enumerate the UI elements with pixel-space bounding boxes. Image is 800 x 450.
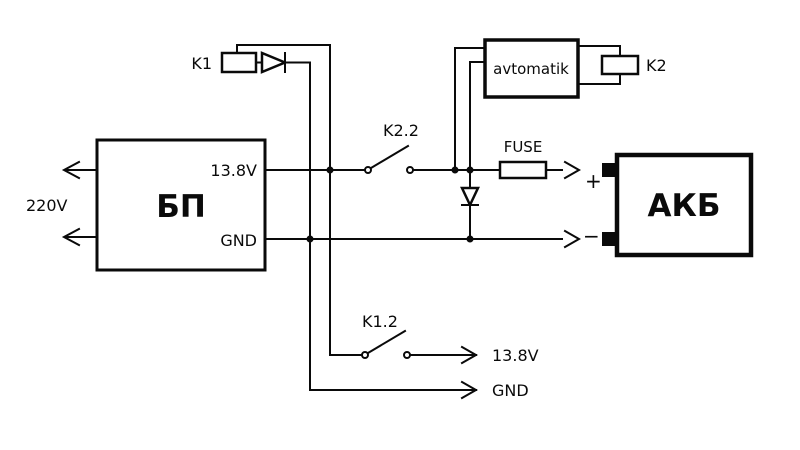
junction-dot bbox=[466, 166, 474, 174]
arrowhead-aux-13v8-icon bbox=[460, 345, 479, 365]
psu-output-gnd-label: GND bbox=[220, 231, 257, 250]
battery-minus-terminal bbox=[602, 232, 617, 246]
psu-output-13v8-label: 13.8V bbox=[210, 161, 257, 180]
wire-k2-coil-top bbox=[577, 45, 621, 57]
battery-plus-terminal bbox=[602, 163, 617, 177]
contact-k12-label: K1.2 bbox=[362, 312, 398, 331]
protection-diode-icon bbox=[460, 186, 480, 208]
junction-dot bbox=[326, 166, 334, 174]
arrowhead-aux-gnd-icon bbox=[460, 380, 479, 400]
battery-label: АКБ bbox=[648, 188, 721, 224]
battery-minus-label: − bbox=[583, 224, 600, 248]
arrowhead-mains-top-icon bbox=[61, 160, 81, 180]
controller-block bbox=[483, 38, 580, 99]
junction-dot bbox=[451, 166, 459, 174]
psu-block bbox=[95, 138, 267, 272]
relay-k1-coil bbox=[220, 51, 258, 74]
k12-lever bbox=[366, 329, 407, 355]
relay-k2-coil bbox=[600, 54, 640, 76]
arrowhead-battery-plus-icon bbox=[563, 160, 582, 180]
controller-label: avtomatik bbox=[493, 60, 569, 78]
k12-contact-left bbox=[361, 351, 369, 359]
battery-plus-label: + bbox=[585, 169, 602, 193]
relay-k1-label: K1 bbox=[191, 54, 212, 73]
arrowhead-mains-bottom-icon bbox=[61, 227, 81, 247]
junction-dot bbox=[466, 235, 474, 243]
k1-diode-icon bbox=[260, 51, 289, 74]
aux-13v8-label: 13.8V bbox=[492, 346, 539, 365]
relay-k2-label: K2 bbox=[646, 56, 667, 75]
psu-label: БП bbox=[156, 189, 206, 225]
junction-dot bbox=[306, 235, 314, 243]
mains-voltage-label: 220V bbox=[26, 196, 68, 215]
fuse-label: FUSE bbox=[504, 138, 543, 156]
wire-k2-coil-bottom bbox=[577, 73, 621, 85]
fuse-symbol bbox=[498, 160, 548, 180]
k22-contact-left bbox=[364, 166, 372, 174]
contact-k22-label: K2.2 bbox=[383, 121, 419, 140]
aux-gnd-label: GND bbox=[492, 381, 529, 400]
battery-block bbox=[614, 152, 754, 258]
k22-lever bbox=[369, 144, 410, 170]
arrowhead-battery-minus-icon bbox=[563, 229, 582, 249]
wire-controller-diode bbox=[469, 61, 486, 189]
wire-controller-sense bbox=[454, 47, 486, 171]
